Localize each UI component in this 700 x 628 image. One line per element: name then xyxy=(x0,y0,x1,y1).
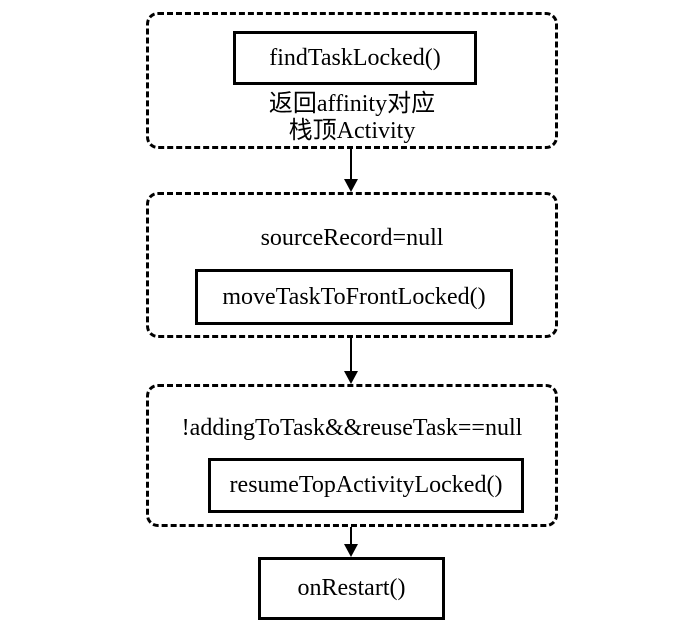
method-label: resumeTopActivityLocked() xyxy=(229,472,503,498)
arrowhead-down-icon xyxy=(344,179,358,192)
arrow-down-connector-1 xyxy=(343,149,359,192)
arrow-line xyxy=(350,527,352,545)
method-label: onRestart() xyxy=(297,575,406,601)
arrow-line xyxy=(350,338,352,372)
stage-note: 返回affinity对应 栈顶Activity xyxy=(149,91,555,145)
stage-resume-top-activity: !addingToTask&&reuseTask==null resumeTop… xyxy=(146,384,558,527)
arrow-line xyxy=(350,149,352,180)
method-box-move-task-to-front: moveTaskToFrontLocked() xyxy=(195,269,513,325)
method-box-resume-top-activity: resumeTopActivityLocked() xyxy=(208,458,524,513)
method-box-on-restart: onRestart() xyxy=(258,557,445,620)
arrowhead-down-icon xyxy=(344,371,358,384)
method-label: findTaskLocked() xyxy=(269,44,441,71)
note-line-2: 栈顶Activity xyxy=(288,118,416,144)
method-box-find-task-locked: findTaskLocked() xyxy=(233,31,477,85)
arrowhead-down-icon xyxy=(344,544,358,557)
arrow-down-connector-3 xyxy=(343,527,359,557)
stage-find-task-locked: findTaskLocked() 返回affinity对应 栈顶Activity xyxy=(146,12,558,149)
stage-move-task-to-front: sourceRecord=null moveTaskToFrontLocked(… xyxy=(146,192,558,338)
method-label: moveTaskToFrontLocked() xyxy=(222,283,486,310)
note-line-1: 返回affinity对应 xyxy=(268,91,436,117)
condition-label: !addingToTask&&reuseTask==null xyxy=(181,415,523,441)
condition-label: sourceRecord=null xyxy=(260,225,444,251)
arrow-down-connector-2 xyxy=(343,338,359,384)
